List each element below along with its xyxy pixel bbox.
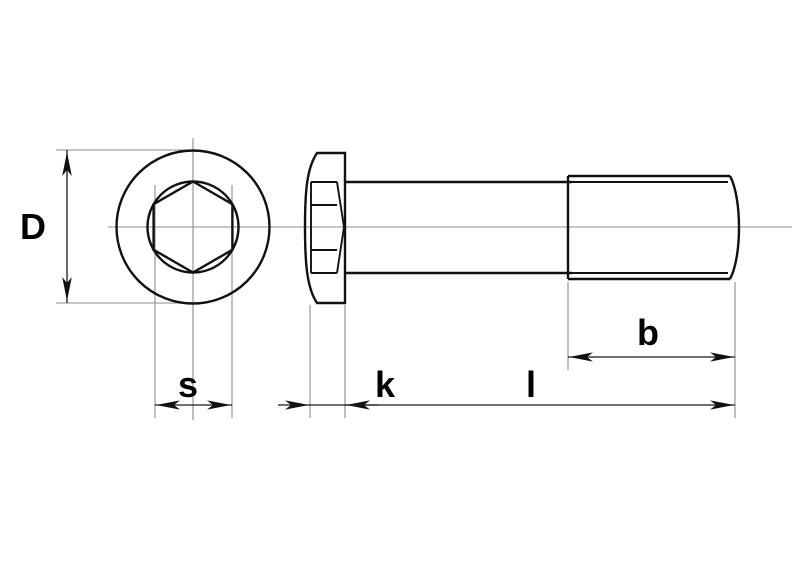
dimension-D: D [20,150,72,303]
dimension-s: s [155,364,232,410]
dimension-l: l [310,364,735,410]
centerlines [108,138,792,420]
screw-tip-chamfer [728,175,741,280]
dim-label-b: b [637,312,659,353]
extension-lines [56,149,736,418]
socket-projection-vee [336,181,345,274]
head-socket-projection [310,181,345,274]
arrowhead-k-left [285,400,309,410]
dim-label-s: s [178,364,198,405]
arrowhead-s-right [207,400,231,410]
hex-socket-polygon [152,180,234,274]
arrowhead-b-left [569,352,593,362]
arrowhead-s-left [156,400,180,410]
shank [345,180,572,275]
dim-label-k: k [375,364,396,405]
dim-label-d: D [20,206,46,247]
front-view [115,149,271,305]
threaded-section [566,174,741,281]
arrowhead-b-right [710,352,734,362]
arrowhead-d-bottom [62,277,72,301]
dim-label-l: l [526,364,536,405]
side-view [303,151,741,305]
arrowhead-l-right [710,400,734,410]
dimension-b: b [568,312,735,362]
arrowhead-d-top [62,152,72,176]
head-profile [303,151,347,305]
dimension-k: k [278,364,396,410]
head-outer-circle [115,149,271,305]
